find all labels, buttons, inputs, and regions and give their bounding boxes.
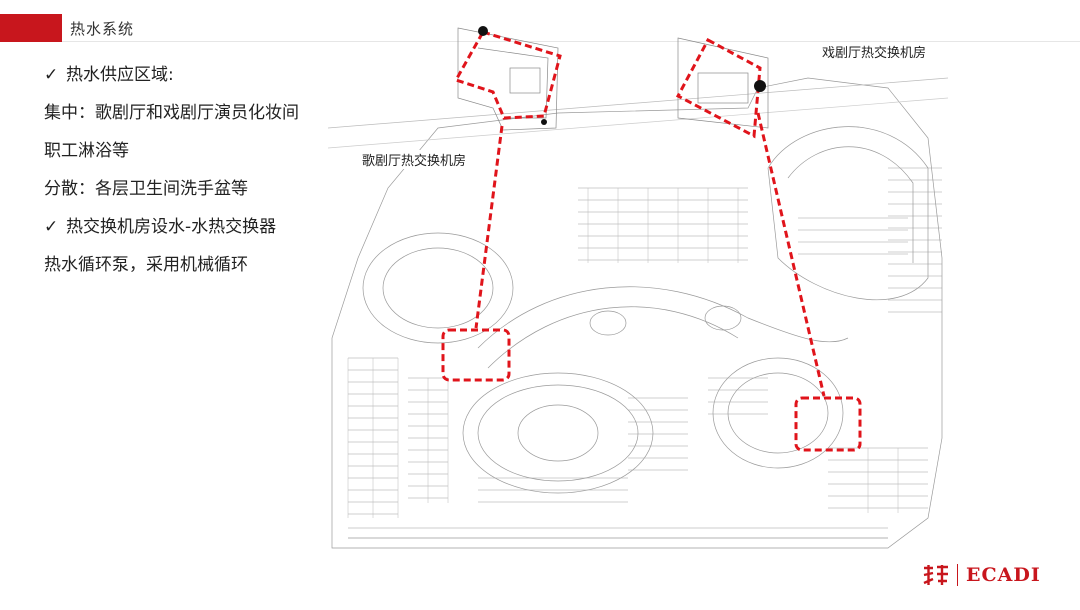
list-item: 职工淋浴等 — [44, 132, 344, 170]
logo-separator — [957, 564, 958, 586]
list-item: 热水循环泵，采用机械循环 — [44, 246, 344, 284]
title-accent-bar — [0, 14, 62, 42]
list-item: 分散：各层卫生间洗手盆等 — [44, 170, 344, 208]
list-item: 集中：歌剧厅和戏剧厅演员化妆间 — [44, 94, 344, 132]
list-item: ✓ 热交换机房设水-水热交换器 — [44, 208, 344, 246]
ecadi-logo-icon — [923, 565, 948, 585]
bullet-text: 热交换机房设水-水热交换器 — [66, 217, 277, 237]
bullet-text: 热水循环泵，采用机械循环 — [44, 255, 248, 275]
drama-heat-exchange-label: 戏剧厅热交换机房 — [820, 42, 929, 61]
site-plan-drawing — [328, 26, 948, 549]
opera-heat-exchange-label: 歌剧厅热交换机房 — [360, 150, 469, 169]
check-icon: ✓ — [44, 217, 59, 237]
page-title: 热水系统 — [70, 20, 135, 38]
bullet-list: ✓ 热水供应区域: 集中：歌剧厅和戏剧厅演员化妆间 职工淋浴等 分散：各层卫生间洗… — [44, 56, 344, 284]
bullet-text: 集中：歌剧厅和戏剧厅演员化妆间 — [44, 103, 299, 123]
logo-text: ECADI — [966, 564, 1041, 586]
bullet-text: 热水供应区域: — [66, 65, 174, 85]
bullet-text: 分散：各层卫生间洗手盆等 — [44, 179, 248, 199]
check-icon: ✓ — [44, 65, 59, 85]
bullet-text: 职工淋浴等 — [44, 141, 129, 161]
ecadi-logo: ECADI — [921, 562, 1041, 588]
title-divider — [62, 41, 1080, 42]
list-item: ✓ 热水供应区域: — [44, 56, 344, 94]
